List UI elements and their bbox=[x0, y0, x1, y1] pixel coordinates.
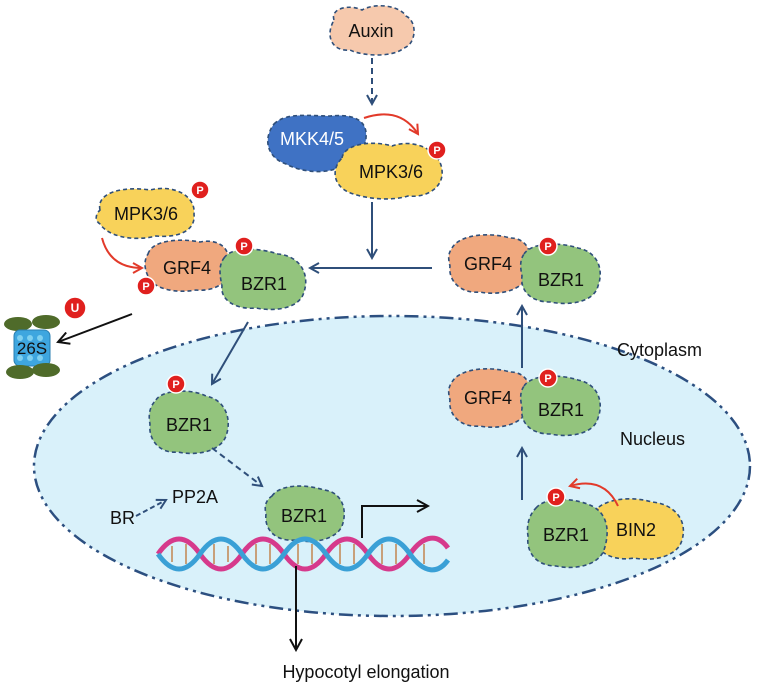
svg-text:P: P bbox=[196, 185, 203, 197]
mpk36-top-label: MPK3/6 bbox=[359, 162, 423, 182]
mkk45-label: MKK4/5 bbox=[280, 129, 344, 149]
auxin-label: Auxin bbox=[348, 21, 393, 41]
bzr1-left-node: BZR1 bbox=[219, 248, 307, 311]
bzr1-dna-label: BZR1 bbox=[281, 506, 327, 526]
mpk-phosphorylation-arrow bbox=[101, 237, 142, 268]
bzr1-dna-node: BZR1 bbox=[264, 485, 346, 543]
bzr1-right-mid-label: BZR1 bbox=[538, 400, 584, 420]
grf4-right-top-label: GRF4 bbox=[464, 254, 512, 274]
degradation-arrow bbox=[58, 313, 133, 342]
pp2a-label: PP2A bbox=[172, 487, 218, 507]
grf4-left-label: GRF4 bbox=[163, 258, 211, 278]
grf4-right-mid-label: GRF4 bbox=[464, 388, 512, 408]
phospho-icon: P bbox=[546, 487, 566, 507]
phospho-icon: P bbox=[538, 236, 558, 256]
br-label: BR bbox=[110, 508, 135, 528]
bin2-node: BIN2 bbox=[589, 498, 685, 560]
svg-text:P: P bbox=[433, 145, 440, 157]
svg-text:P: P bbox=[172, 379, 179, 391]
bzr1-right-top-node: BZR1 bbox=[519, 243, 602, 305]
mkk-phosphorylation-arrow bbox=[363, 113, 418, 134]
bzr1-bin2-node: BZR1 bbox=[526, 498, 608, 569]
mpk36-left-label: MPK3/6 bbox=[114, 204, 178, 224]
bzr1-nucleus-node: BZR1 bbox=[148, 390, 230, 455]
bzr1-right-top-label: BZR1 bbox=[538, 270, 584, 290]
hypocotyl-elongation-label: Hypocotyl elongation bbox=[282, 662, 449, 682]
auxin-node: Auxin bbox=[329, 4, 415, 56]
bin2-label: BIN2 bbox=[616, 520, 656, 540]
phospho-icon: P bbox=[234, 236, 254, 256]
grf4-left-node: GRF4 bbox=[144, 239, 230, 292]
bzr1-left-label: BZR1 bbox=[241, 274, 287, 294]
bzr1-bin2-label: BZR1 bbox=[543, 525, 589, 545]
proteasome-26s-icon: 26S bbox=[4, 315, 60, 379]
nuclear-import-arrow bbox=[212, 321, 249, 384]
grf4-right-top-node: GRF4 bbox=[447, 234, 532, 294]
phospho-icon: P bbox=[166, 374, 186, 394]
bin2-phosphorylation-arrow bbox=[570, 484, 619, 507]
mpk36-top-node: MPK3/6 bbox=[334, 142, 443, 200]
transcription-arrow bbox=[361, 506, 428, 538]
mpk36-left-node: MPK3/6 bbox=[95, 187, 195, 240]
bzr1-right-mid-node: BZR1 bbox=[519, 375, 602, 437]
phospho-icon: P bbox=[190, 180, 210, 200]
phospho-icon: P bbox=[136, 276, 156, 296]
ubiquitin-icon: U bbox=[63, 296, 87, 320]
dna-helix-icon bbox=[155, 535, 451, 573]
svg-text:P: P bbox=[544, 373, 551, 385]
svg-text:P: P bbox=[552, 492, 559, 504]
svg-text:P: P bbox=[544, 241, 551, 253]
svg-text:P: P bbox=[142, 281, 149, 293]
phospho-icon: P bbox=[427, 140, 447, 160]
svg-text:U: U bbox=[71, 301, 80, 315]
dephosphorylation-arrow bbox=[211, 447, 262, 486]
svg-text:P: P bbox=[240, 241, 247, 253]
nucleus-label: Nucleus bbox=[620, 429, 685, 449]
br-to-pp2a-arrow bbox=[135, 500, 166, 517]
phospho-icon: P bbox=[538, 368, 558, 388]
grf4-right-mid-node: GRF4 bbox=[447, 368, 532, 428]
bzr1-nucleus-label: BZR1 bbox=[166, 415, 212, 435]
proteasome-label: 26S bbox=[17, 339, 47, 358]
cytoplasm-label: Cytoplasm bbox=[617, 340, 702, 360]
